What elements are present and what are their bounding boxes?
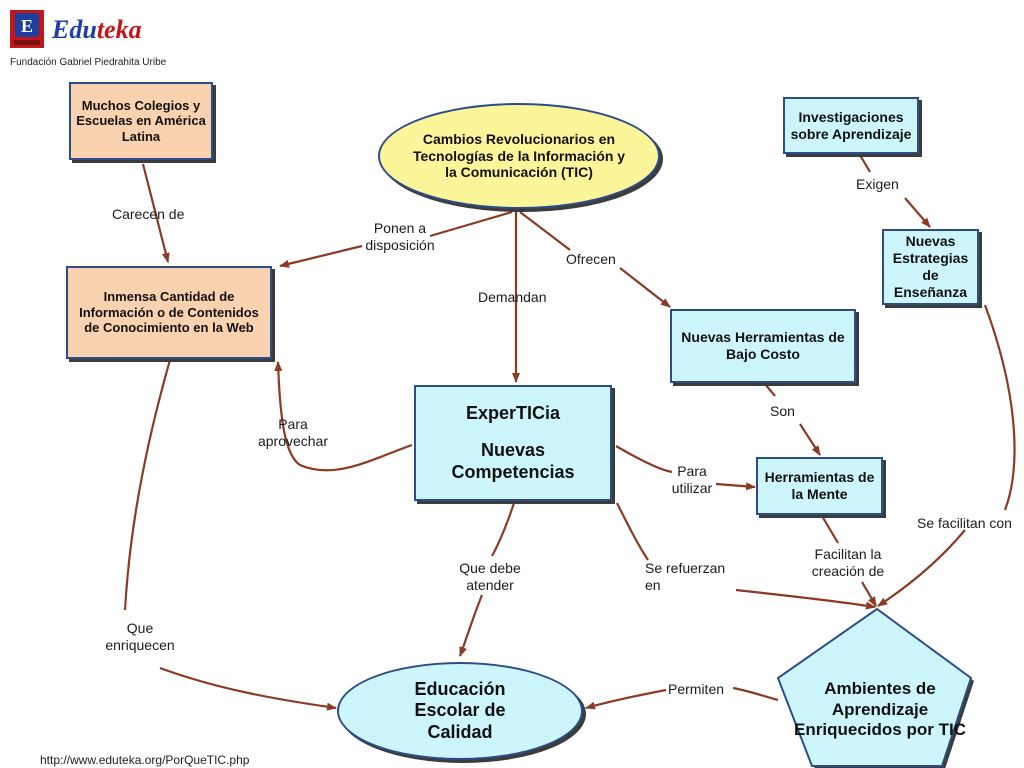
edge-label-se-facilitan: Se facilitan con bbox=[917, 515, 1012, 531]
node-nuevas-estrategias-label: Nuevas Estrategias de Enseñanza bbox=[892, 233, 969, 300]
edge-se-refuerzan bbox=[616, 502, 875, 607]
node-inmensa-cantidad: Inmensa Cantidad de Información o de Con… bbox=[66, 266, 272, 359]
eduteka-logo-mark: E Eduteka bbox=[10, 10, 142, 48]
edge-label-son: Son bbox=[770, 403, 795, 419]
node-herramientas-mente: Herramientas de la Mente bbox=[756, 457, 883, 515]
edge-para-aprovechar bbox=[274, 361, 413, 472]
edge-label-ofrecen: Ofrecen bbox=[566, 251, 616, 267]
edge-label-que-enriquecen: Que enriquecen bbox=[105, 620, 175, 653]
edge-label-se-refuerzan: Se refuerzan en bbox=[645, 560, 726, 593]
edge-que-enriquecen bbox=[123, 359, 336, 708]
node-inmensa-cantidad-label: Inmensa Cantidad de Información o de Con… bbox=[79, 289, 259, 336]
node-experticia-subtitle: Nuevas Competencias bbox=[451, 440, 575, 482]
edge-label-facilitan-creacion: Facilitan la creación de bbox=[811, 546, 885, 579]
node-ambientes-aprendizaje-label: Ambientes de Aprendizaje Enriquecidos po… bbox=[794, 679, 966, 740]
edge-label-permiten: Permiten bbox=[668, 681, 725, 697]
node-herramientas-bajo-costo: Nuevas Herramientas de Bajo Costo bbox=[670, 309, 856, 383]
edge-ofrecen bbox=[519, 211, 670, 307]
edge-label-carecen: Carecen de bbox=[112, 206, 185, 222]
node-educacion-calidad: Educación Escolar de Calidad bbox=[337, 662, 583, 760]
node-nuevas-estrategias: Nuevas Estrategias de Enseñanza bbox=[882, 229, 979, 305]
edge-label-exigen: Exigen bbox=[856, 176, 899, 192]
node-experticia: ExperTICia Nuevas Competencias bbox=[414, 385, 612, 501]
node-ambientes-aprendizaje: Ambientes de Aprendizaje Enriquecidos po… bbox=[790, 662, 970, 758]
source-url[interactable]: http://www.eduteka.org/PorQueTIC.php bbox=[40, 753, 250, 767]
edge-label-que-debe: Que debe atender bbox=[459, 560, 521, 593]
node-cambios-tic: Cambios Revolucionarios en Tecnologías d… bbox=[378, 103, 660, 209]
node-experticia-title: ExperTICia bbox=[465, 402, 561, 423]
edge-permiten bbox=[586, 686, 779, 708]
edge-exigen bbox=[859, 154, 930, 227]
edge-para-utilizar bbox=[615, 445, 755, 487]
edge-label-demandan: Demandan bbox=[478, 289, 547, 305]
edge-ponen bbox=[280, 210, 513, 266]
edge-son bbox=[764, 383, 820, 455]
node-investigaciones-label: Investigaciones sobre Aprendizaje bbox=[790, 108, 912, 142]
node-cambios-tic-label: Cambios Revolucionarios en Tecnologías d… bbox=[412, 130, 626, 181]
node-herramientas-bajo-costo-label: Nuevas Herramientas de Bajo Costo bbox=[681, 329, 845, 362]
foundation-name: Fundación Gabriel Piedrahita Uribe bbox=[10, 57, 167, 68]
edge-carecen bbox=[141, 163, 170, 263]
edge-label-para-aprovechar: Para aprovechar bbox=[257, 416, 329, 449]
node-investigaciones: Investigaciones sobre Aprendizaje bbox=[783, 97, 919, 154]
edge-label-ponen: Ponen a disposición bbox=[365, 220, 435, 253]
node-muchos-colegios-label: Muchos Colegios y Escuelas en América La… bbox=[76, 97, 206, 144]
edge-que-debe bbox=[460, 502, 516, 656]
node-ambientes-shape bbox=[776, 607, 974, 768]
svg-text:E: E bbox=[21, 16, 33, 36]
edge-label-para-utilizar: Para utilizar bbox=[671, 463, 713, 496]
node-educacion-calidad-label: Educación Escolar de Calidad bbox=[414, 678, 506, 742]
svg-text:Eduteka: Eduteka bbox=[51, 15, 142, 44]
node-herramientas-mente-label: Herramientas de la Mente bbox=[764, 469, 875, 502]
edge-se-facilitan bbox=[878, 304, 1016, 606]
eduteka-logo[interactable]: E Eduteka bbox=[8, 8, 178, 57]
node-muchos-colegios: Muchos Colegios y Escuelas en América La… bbox=[69, 82, 213, 160]
